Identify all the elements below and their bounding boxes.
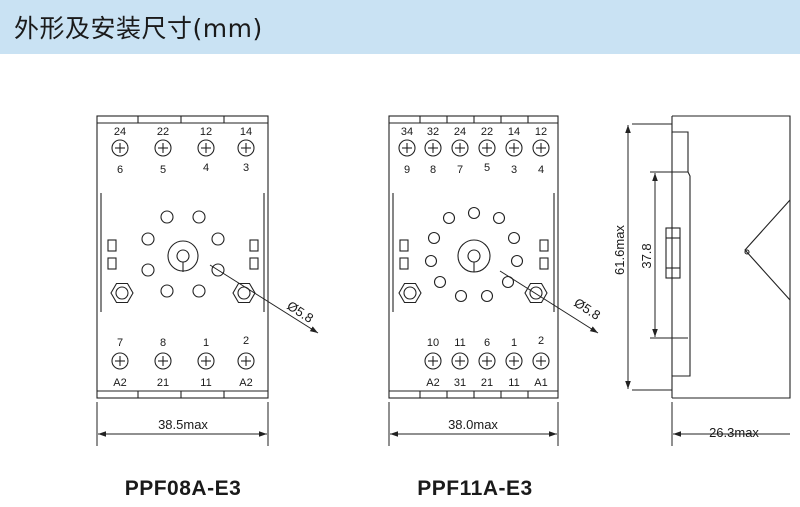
left-top-label-1b: 6 (117, 164, 123, 176)
right-top-screw-1 (398, 139, 416, 157)
right-width-dimension (388, 402, 559, 446)
left-bottom-label-4b: A2 (239, 377, 252, 389)
left-top-label-4b: 3 (243, 162, 249, 174)
left-top-screw-4 (237, 139, 255, 157)
left-top-label-2a: 22 (157, 126, 169, 138)
left-width-dimension (96, 402, 269, 446)
left-width-dim: 38.5max (158, 417, 208, 432)
right-bottom-screw-5 (532, 352, 550, 370)
right-bottom-label-4b: 11 (508, 377, 519, 389)
right-socket-drawing (388, 115, 559, 399)
left-model-label: PPF08A-E3 (125, 477, 242, 500)
right-bottom-label-3b: 21 (481, 377, 493, 389)
right-top-label-3a: 24 (454, 126, 466, 138)
right-top-screw-2 (424, 139, 442, 157)
left-bottom-label-4a: 2 (243, 335, 249, 347)
left-top-screw-3 (197, 139, 215, 157)
left-bottom-label-2a: 8 (160, 337, 166, 349)
right-top-label-5b: 3 (511, 164, 517, 176)
left-top-label-3b: 4 (203, 162, 209, 174)
right-width-dim: 38.0max (448, 417, 498, 432)
left-top-label-1a: 24 (114, 126, 126, 138)
side-view-drawing (632, 115, 791, 399)
right-bottom-label-1a: 10 (427, 337, 439, 349)
right-bottom-label-1b: A2 (426, 377, 439, 389)
side-height-dim: 61.6max (612, 225, 627, 275)
right-top-screw-5 (505, 139, 523, 157)
left-top-screw-2 (154, 139, 172, 157)
right-top-label-6a: 12 (535, 126, 547, 138)
left-socket-drawing (96, 115, 269, 399)
left-hole-leader (209, 264, 319, 334)
right-top-label-4b: 5 (484, 162, 490, 174)
right-bottom-screw-4 (505, 352, 523, 370)
right-top-label-3b: 7 (457, 164, 463, 176)
right-top-label-5a: 14 (508, 126, 520, 138)
side-depth-dim: 26.3max (709, 425, 759, 440)
left-bottom-label-1b: A2 (113, 377, 126, 389)
right-socket-outline (388, 115, 559, 399)
right-top-screw-6 (532, 139, 550, 157)
right-mount-nut-2 (524, 282, 548, 304)
right-top-label-1a: 34 (401, 126, 413, 138)
right-top-label-6b: 4 (538, 164, 544, 176)
left-bottom-label-1a: 7 (117, 337, 123, 349)
left-bottom-label-3b: 11 (200, 377, 211, 389)
right-bottom-label-5a: 2 (538, 335, 544, 347)
page-title: 外形及安装尺寸(mm) (14, 14, 263, 43)
left-bottom-screw-4 (237, 352, 255, 370)
right-bottom-label-4a: 1 (511, 337, 517, 349)
right-top-label-2b: 8 (430, 164, 436, 176)
side-rail-dim: 37.8 (639, 243, 654, 268)
right-bottom-label-5b: A1 (534, 377, 547, 389)
left-bottom-screw-1 (111, 352, 129, 370)
right-top-label-1b: 9 (404, 164, 410, 176)
side-depth-dimension (671, 402, 790, 446)
left-top-label-4a: 14 (240, 126, 252, 138)
right-bottom-label-2b: 31 (454, 377, 466, 389)
right-hole-leader (499, 270, 599, 334)
left-mount-nut-1 (110, 282, 134, 304)
left-bottom-label-2b: 21 (157, 377, 169, 389)
left-bottom-screw-3 (197, 352, 215, 370)
right-top-label-2a: 32 (427, 126, 439, 138)
right-bottom-screw-1 (424, 352, 442, 370)
header-bar: 外形及安装尺寸(mm) (0, 0, 800, 54)
right-top-screw-3 (451, 139, 469, 157)
left-bottom-label-3a: 1 (203, 337, 209, 349)
left-top-screw-1 (111, 139, 129, 157)
right-mount-nut-1 (398, 282, 422, 304)
right-model-label: PPF11A-E3 (417, 477, 532, 500)
right-bottom-label-3a: 6 (484, 337, 490, 349)
left-top-label-3a: 12 (200, 126, 212, 138)
right-bottom-screw-2 (451, 352, 469, 370)
left-socket-outline (96, 115, 269, 399)
right-bottom-label-2a: 11 (454, 337, 465, 349)
left-top-label-2b: 5 (160, 164, 166, 176)
left-bottom-screw-2 (154, 352, 172, 370)
right-bottom-screw-3 (478, 352, 496, 370)
right-top-screw-4 (478, 139, 496, 157)
right-top-label-4a: 22 (481, 126, 493, 138)
